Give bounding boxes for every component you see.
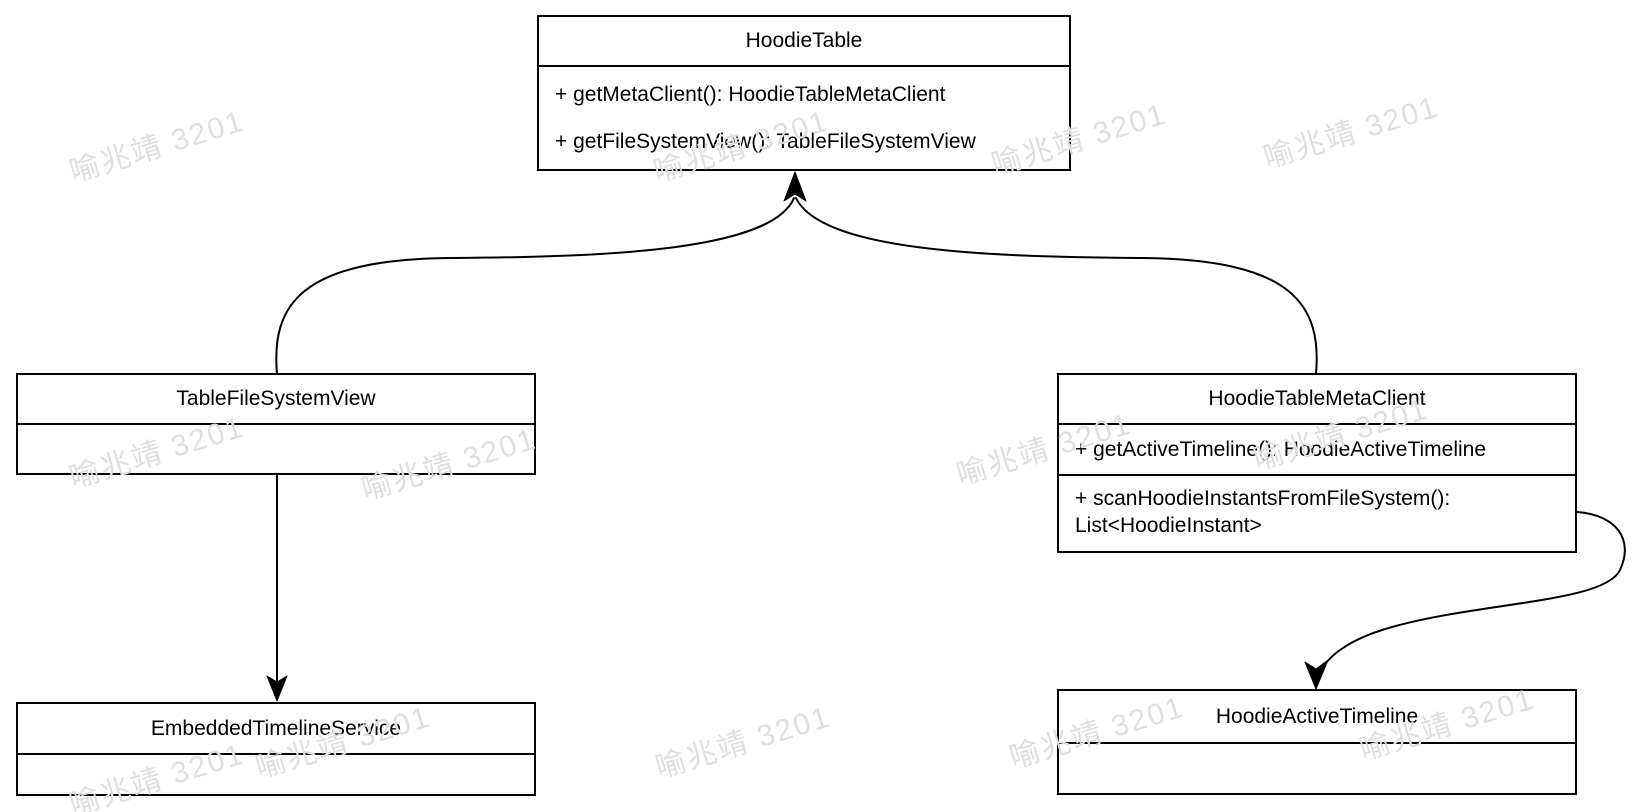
class-box-hoodie-table-meta-client: HoodieTableMetaClient + getActiveTimelin… [1057, 373, 1577, 553]
method-get-file-system-view: + getFileSystemView(): TableFileSystemVi… [555, 129, 976, 153]
class-methods-compartment: + getMetaClient(): HoodieTableMetaClient… [539, 65, 1069, 169]
class-title: HoodieTable [745, 29, 863, 52]
edge-hoodietablemetaclient-to-hoodietable [795, 197, 1318, 375]
arrowhead-up-icon [783, 171, 807, 202]
edge-tablefilesystemview-to-hoodietable [275, 197, 795, 375]
method-get-active-timeline: + getActiveTimeline(): HoodieActiveTimel… [1075, 437, 1487, 461]
edge-hoodietablemetaclient-to-hoodieactivetimeline [1318, 511, 1626, 677]
class-empty-compartment [1059, 742, 1575, 793]
arrowhead-down-icon [266, 675, 288, 702]
class-methods-compartment: + scanHoodieInstantsFromFileSystem(): Li… [1059, 474, 1575, 551]
class-box-hoodie-active-timeline: HoodieActiveTimeline [1057, 689, 1577, 795]
class-title: EmbeddedTimelineService [150, 716, 402, 740]
class-box-hoodie-table: HoodieTable + getMetaClient(): HoodieTab… [537, 15, 1071, 171]
class-title: HoodieActiveTimeline [1215, 704, 1419, 728]
class-box-table-file-system-view: TableFileSystemView [16, 373, 536, 475]
method-scan-hoodie-instants: + scanHoodieInstantsFromFileSystem(): Li… [1075, 487, 1451, 537]
class-title: TableFileSystemView [176, 387, 376, 410]
method-get-meta-client: + getMetaClient(): HoodieTableMetaClient [555, 82, 946, 106]
class-methods-compartment: + getActiveTimeline(): HoodieActiveTimel… [1059, 423, 1575, 474]
class-empty-compartment [18, 423, 534, 473]
class-box-embedded-timeline-service: EmbeddedTimelineService [16, 702, 536, 796]
class-title: HoodieTableMetaClient [1208, 387, 1426, 410]
arrowhead-down-icon [1304, 659, 1329, 690]
class-empty-compartment [18, 753, 534, 794]
